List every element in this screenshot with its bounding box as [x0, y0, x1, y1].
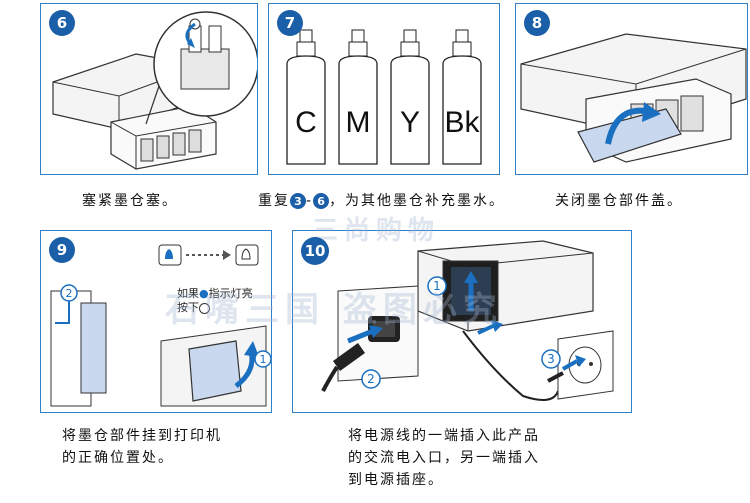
ink-bottle-c: C — [286, 29, 326, 165]
step-8-illustration — [520, 33, 747, 163]
step-6-badge: 6 — [49, 10, 75, 36]
step-ref-sep: - — [306, 193, 314, 209]
step-9-note-line1: 如果 — [177, 287, 199, 300]
step-ref-3: 3 — [290, 193, 306, 209]
step-10-marker-3: 3 — [547, 352, 555, 366]
step-10-caption-line3: 到电源插座。 — [348, 472, 444, 488]
step-8-badge: 8 — [524, 10, 550, 36]
step-10-caption: 将电源线的一端插入此产品 的交流电入口，另一端插入 到电源插座。 — [348, 425, 540, 491]
ink-bottle-m: M — [338, 29, 378, 165]
step-10-badge: 10 — [301, 237, 329, 265]
step-7-illustration: C M Y Bk — [286, 29, 482, 165]
step-8-caption: 关闭墨仓部件盖。 — [555, 193, 683, 209]
step-9-panel: 9 2 1 如果●指示灯亮 按下 — [40, 230, 272, 413]
step-ref-6: 6 — [313, 193, 330, 209]
step-10-illustration: 1 2 3 — [321, 240, 614, 401]
step-9-note-line1b: 指示灯亮 — [208, 287, 253, 300]
step-6-panel: 6 — [40, 3, 258, 175]
step-9-marker-1: 1 — [260, 353, 267, 366]
step-10-caption-line2: 的交流电入口，另一端插入 — [348, 450, 540, 466]
step-8-panel: 8 — [515, 3, 748, 175]
step-7-caption-pre: 重复 — [258, 193, 290, 209]
step-7-badge: 7 — [277, 10, 303, 36]
step-9-caption-line1: 将墨仓部件挂到打印机 — [62, 428, 222, 444]
step-10-caption-line1: 将电源线的一端插入此产品 — [348, 428, 540, 444]
step-10-marker-2: 2 — [367, 372, 375, 386]
step-7-panel: 7 C M Y Bk — [268, 3, 500, 175]
step-9-caption-line2: 的正确位置处。 — [62, 450, 174, 466]
step-9-illustration: 2 1 — [50, 244, 271, 407]
bottle-label-c: C — [295, 106, 317, 139]
step-6-caption: 塞紧墨仓塞。 — [82, 193, 178, 209]
step-9-marker-2: 2 — [66, 287, 73, 300]
step-10-marker-1: 1 — [433, 279, 441, 293]
bottle-label-m: M — [346, 106, 371, 139]
step-9-badge: 9 — [49, 237, 75, 263]
bottle-label-y: Y — [400, 106, 420, 139]
step-6-illustration — [52, 11, 257, 170]
step-9-caption: 将墨仓部件挂到打印机 的正确位置处。 — [62, 425, 222, 469]
step-10-panel: 10 1 2 3 — [292, 230, 632, 413]
ink-bottle-y: Y — [390, 29, 430, 165]
step-9-note-line2: 按下 — [177, 301, 199, 314]
ink-bottle-bk: Bk — [442, 29, 482, 165]
bottle-label-bk: Bk — [444, 106, 480, 139]
step-9-note: 如果●指示灯亮 按下 — [177, 287, 253, 314]
step-7-caption-post: ，为其他墨仓补充墨水。 — [329, 193, 506, 209]
